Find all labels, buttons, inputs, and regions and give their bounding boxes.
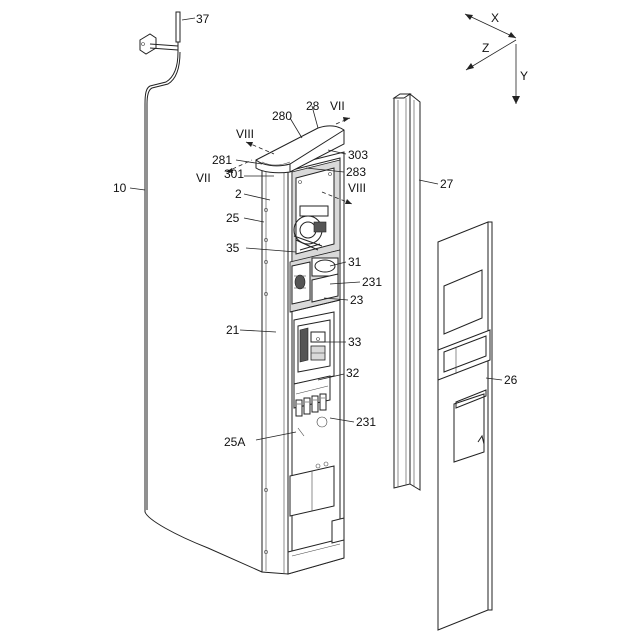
breaker-unit (294, 312, 334, 384)
axis-indicator: X Z Y (465, 11, 528, 104)
label-cable: 10 (113, 181, 127, 195)
label-antenna: 37 (196, 12, 210, 26)
label-rail: 27 (440, 177, 454, 191)
label-bracket-upper: 231 (362, 275, 382, 289)
label-cover-inner: 280 (272, 109, 292, 123)
label-column-side: 21 (226, 323, 240, 337)
label-unit-right: 31 (348, 255, 362, 269)
label-unit-mid: 35 (226, 241, 240, 255)
label-shelf: 23 (350, 293, 364, 307)
label-body: 2 (235, 187, 242, 201)
axis-z-label: Z (482, 41, 489, 55)
label-breaker: 33 (348, 335, 362, 349)
section-mark-vii-top: VII (330, 99, 345, 113)
label-panel-side: 25 (226, 211, 240, 225)
label-cover-top: 28 (306, 99, 320, 113)
section-mark-vii-left: VII (196, 171, 211, 185)
axis-y-label: Y (520, 69, 528, 83)
section-mark-viii-right: VIII (348, 181, 366, 195)
label-bracket-lower: 231 (356, 415, 376, 429)
label-frame-top: 301 (224, 167, 244, 181)
label-front-cover: 26 (504, 373, 518, 387)
front-cover (438, 222, 492, 630)
axis-x-label: X (491, 11, 499, 25)
label-cover-edge-left: 281 (212, 153, 232, 167)
label-terminal: 32 (346, 366, 360, 380)
rail (394, 94, 420, 490)
label-cover-side: 303 (348, 148, 368, 162)
label-cover-edge-right: 283 (346, 165, 366, 179)
section-mark-viii-top: VIII (236, 127, 254, 141)
upper-compartment (292, 160, 340, 262)
antenna-assembly (140, 12, 180, 54)
label-panel-lower: 25A (224, 435, 245, 449)
